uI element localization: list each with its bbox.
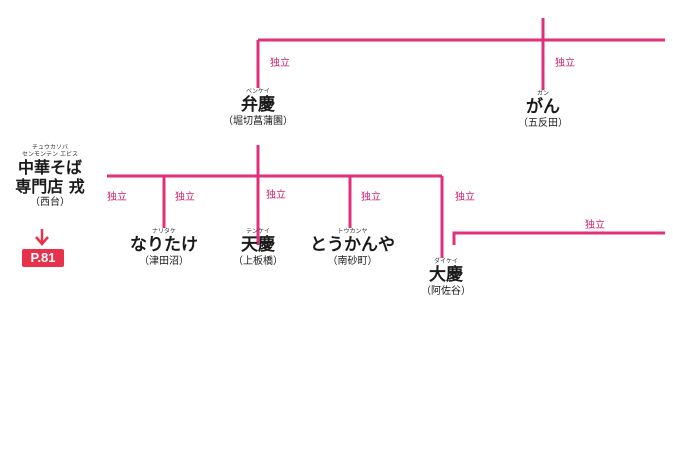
shop-location: （南砂町） xyxy=(327,256,378,267)
shop-node-tokanya: トウカンヤ とうかんや （南砂町） xyxy=(300,228,405,268)
shop-name: とうかんや xyxy=(310,235,395,255)
shop-node-daikei: ダイケイ 大慶 （阿佐谷） xyxy=(396,258,496,298)
shop-location: （五反田） xyxy=(518,118,568,129)
relation-label: 独立 xyxy=(266,190,286,201)
shop-name-line-2: 専門店 戎 xyxy=(15,177,85,196)
relation-label: 独立 xyxy=(175,192,195,203)
shop-name: 大慶 xyxy=(429,265,463,285)
shop-node-benkei: ベンケイ 弁慶 （堀切菖蒲園） xyxy=(208,88,308,128)
shop-location: （津田沼） xyxy=(139,256,189,267)
shop-name: 天慶 xyxy=(241,235,275,255)
relation-label: 独立 xyxy=(585,220,605,231)
page-reference-badge: P.81 xyxy=(22,249,64,267)
relation-label: 独立 xyxy=(361,192,381,203)
shop-ruby: ダイケイ xyxy=(434,258,458,265)
shop-name: 弁慶 xyxy=(241,95,275,115)
relation-label: 独立 xyxy=(555,58,575,69)
shop-ruby: ナリタケ xyxy=(151,228,176,235)
shop-ruby-second-line: センモンテン エビス xyxy=(22,151,78,158)
shop-location: （西台） xyxy=(30,197,70,208)
shop-name: なりたけ xyxy=(130,235,198,255)
connector-daikei-right xyxy=(452,231,665,245)
shop-name: がん xyxy=(526,97,560,117)
connector-benkei-children xyxy=(107,145,444,258)
connector-top xyxy=(256,18,665,90)
arrow-down-icon xyxy=(35,229,49,246)
relation-label: 独立 xyxy=(107,192,127,203)
shop-node-tenkei: テンケイ 天慶 （上板橋） xyxy=(208,228,308,268)
shop-location: （堀切菖蒲園） xyxy=(223,116,293,127)
shop-location: （阿佐谷） xyxy=(421,286,471,297)
relation-label: 独立 xyxy=(270,58,290,69)
shop-ruby: ガン xyxy=(536,90,549,97)
relation-label: 独立 xyxy=(455,192,475,203)
shop-ruby: チュウカソバ xyxy=(31,144,68,151)
shop-location: （上板橋） xyxy=(233,256,283,267)
shop-ruby: トウカンヤ xyxy=(337,228,368,235)
shop-name-line-1: 中華そば xyxy=(17,158,82,177)
shop-ruby: テンケイ xyxy=(246,228,270,235)
shop-node-gan: ガン がん （五反田） xyxy=(493,90,593,130)
shop-node-naritake: ナリタケ なりたけ （津田沼） xyxy=(114,228,214,268)
shop-ruby: ベンケイ xyxy=(246,88,270,95)
shop-node-chuka-soba-ebisu: チュウカソバ センモンテン エビス 中華そば 専門店 戎 （西台） xyxy=(0,144,100,209)
